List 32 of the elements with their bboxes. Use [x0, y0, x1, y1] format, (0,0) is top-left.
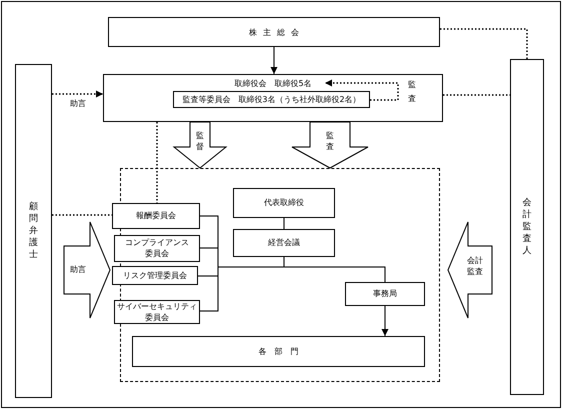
org-box: 株主総会: [108, 17, 440, 47]
org-box: 代表取締役: [233, 188, 335, 218]
org-box: サイバーセキュリティ委員会: [114, 300, 200, 324]
connector-line: [284, 256, 386, 282]
block-arrow: [292, 122, 368, 169]
edge-label: 監督: [195, 130, 205, 152]
connector-line: [52, 214, 112, 216]
edge-label: 会計監査: [466, 255, 484, 277]
arrow: [382, 306, 388, 336]
org-box: 事務局: [345, 282, 425, 306]
org-box: リスク管理委員会: [112, 266, 198, 284]
org-box: 顧問弁護士: [15, 64, 52, 398]
connector-line: [440, 28, 528, 59]
edge-label: 助言: [70, 98, 86, 109]
block-arrow: [172, 122, 228, 169]
block-arrow: [447, 222, 492, 318]
org-box: [103, 74, 443, 122]
arrow: [52, 90, 103, 98]
edge-label: 助言: [70, 264, 86, 275]
connector-line: [156, 122, 158, 203]
arrow: [325, 80, 399, 101]
connector-line: [443, 94, 510, 96]
org-box: 経営会議: [233, 228, 335, 256]
edge-label: 監査: [325, 130, 335, 152]
block-arrow: [64, 222, 111, 318]
org-box: コンプライアンス委員会: [114, 234, 200, 262]
org-box: 報酬委員会: [112, 202, 200, 228]
org-box: 会計監査人: [510, 59, 544, 395]
org-box: 監査等委員会 取締役3名（うち社外取締役2名）: [173, 91, 370, 108]
org-box: 各部門: [132, 336, 425, 366]
board-title: 取締役会 取締役5名: [234, 78, 312, 89]
arrow: [270, 46, 278, 74]
